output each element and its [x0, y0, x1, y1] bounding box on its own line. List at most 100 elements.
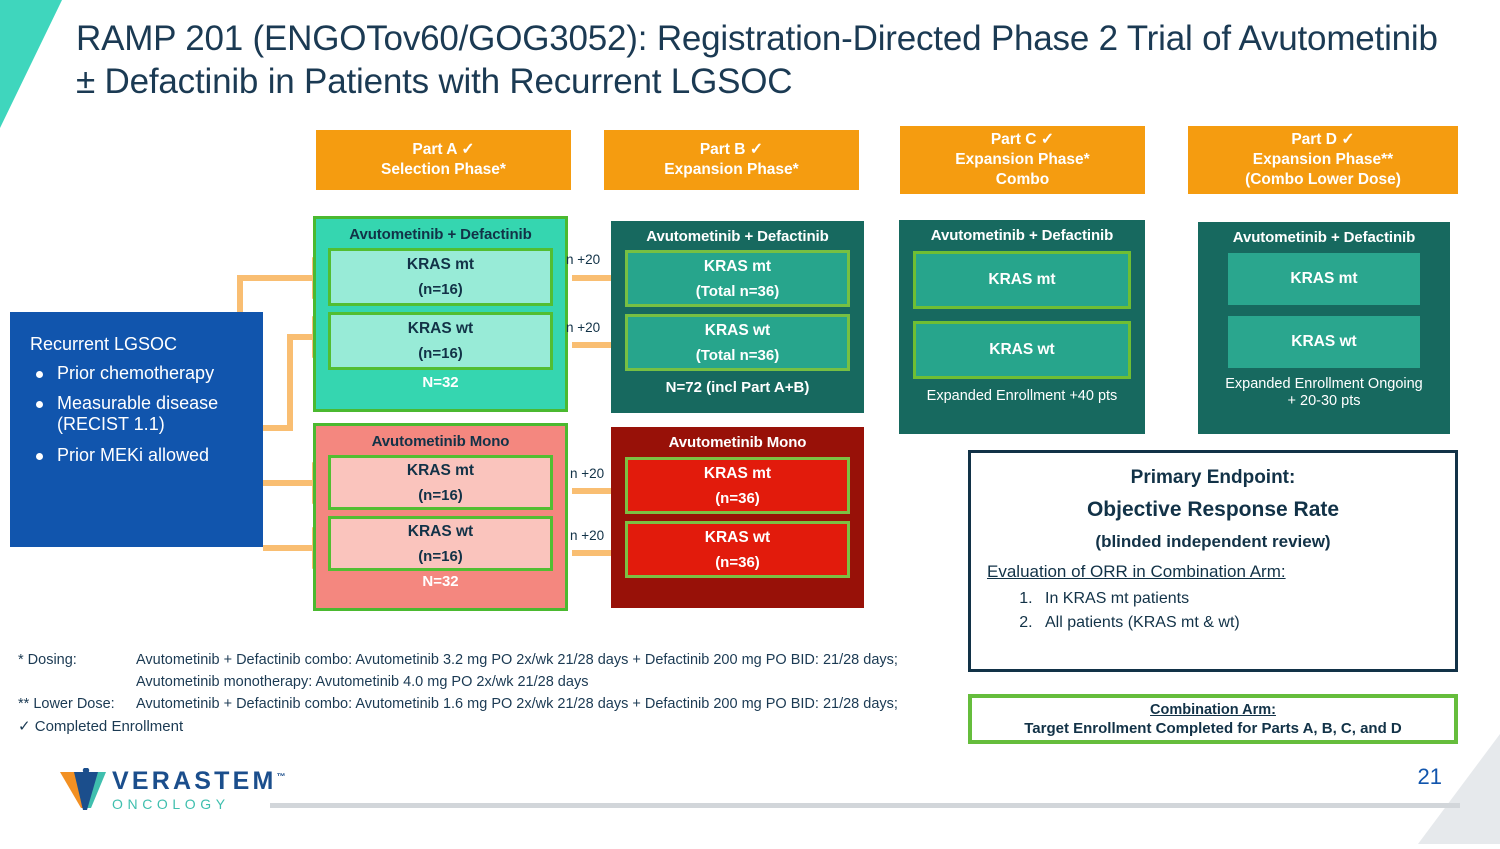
cohort-count: (n=36): [715, 553, 760, 571]
transition-label-combo-mt: n +20: [566, 252, 601, 267]
part-b-label-row: Part B ✓: [700, 140, 763, 160]
arm-box-part-a-combo: Avutometinib + Defactinib KRAS mt (n=16)…: [313, 216, 568, 412]
page-number: 21: [1417, 764, 1442, 789]
cohort-kras-mt: KRAS mt (Total n=36): [625, 250, 850, 307]
teal-triangle-icon: [0, 0, 62, 128]
cohort-count: (n=16): [418, 281, 463, 298]
footnote-dosing-line-2: Avutometinib monotherapy: Avutometinib 4…: [136, 673, 589, 690]
arm-box-part-d-combo: Avutometinib + Defactinib KRAS mt KRAS w…: [1198, 222, 1450, 434]
cohort-label: KRAS mt: [988, 271, 1056, 288]
arrow-blue-to-a-combo-wt: [263, 316, 354, 431]
cohort-label: KRAS mt: [406, 256, 475, 273]
arm-title: Avutometinib + Defactinib: [1232, 229, 1416, 246]
cohort-label: KRAS mt: [703, 464, 772, 482]
cohort-count: (n=16): [418, 547, 463, 565]
part-d-subtitle-1: Expansion Phase**: [1252, 151, 1394, 169]
cohort-count: (Total n=36): [695, 282, 780, 300]
cohort-label: KRAS wt: [989, 341, 1055, 358]
footnote-dosing-label: * Dosing:: [18, 652, 77, 668]
cohort-kras-wt: KRAS wt: [913, 321, 1131, 379]
part-header-a: Part A ✓ Selection Phase*: [316, 130, 571, 190]
part-header-c: Part C ✓ Expansion Phase* Combo: [900, 126, 1145, 194]
footnote-dosing-row-1: * Dosing: Avutometinib + Defactinib comb…: [18, 650, 968, 672]
footnote-dosing-row-2: Avutometinib monotherapy: Avutometinib 4…: [18, 672, 968, 694]
footnote-spacer: [18, 672, 136, 694]
part-a-label: Part A: [412, 141, 457, 158]
part-d-label-row: Part D ✓: [1291, 130, 1354, 150]
teal-corner-decoration: [0, 0, 86, 128]
endpoint-review-note: (blinded independent review): [1095, 532, 1331, 551]
cohort-label: KRAS wt: [407, 522, 474, 540]
endpoint-measure: Objective Response Rate: [1086, 498, 1340, 521]
cohort-kras-mt: KRAS mt (n=16): [328, 248, 553, 306]
list-item: In KRAS mt patients: [1037, 590, 1439, 608]
cohort-label: KRAS wt: [704, 528, 771, 546]
cohort-kras-mt: KRAS mt: [1228, 253, 1420, 305]
banner-heading: Combination Arm:: [1150, 701, 1276, 718]
cohort-label: KRAS mt: [703, 257, 772, 275]
arm-total: N=72 (incl Part A+B): [665, 379, 810, 396]
arm-title: Avutometinib + Defactinib: [349, 226, 532, 243]
part-header-b: Part B ✓ Expansion Phase*: [604, 130, 859, 190]
footnote-lower-dose-line: Avutometinib + Defactinib combo: Avutome…: [136, 695, 898, 712]
cohort-kras-wt: KRAS wt (n=16): [328, 312, 553, 370]
arm-title: Avutometinib Mono: [371, 433, 510, 450]
cohort-kras-wt: KRAS wt (Total n=36): [625, 314, 850, 371]
cohort-kras-wt: KRAS wt (n=16): [328, 516, 553, 571]
list-item: Prior chemotherapy: [30, 363, 249, 384]
endpoint-evaluation-list: In KRAS mt patients All patients (KRAS m…: [987, 590, 1439, 632]
cohort-kras-wt: KRAS wt: [1228, 316, 1420, 368]
list-item: Measurable disease (RECIST 1.1): [30, 393, 249, 435]
primary-endpoint-box: Primary Endpoint: Objective Response Rat…: [968, 450, 1458, 672]
trademark-icon: ™: [276, 771, 289, 782]
transition-label-mono-mt: n +20: [570, 466, 605, 481]
footnote-lower-dose-row: ** Lower Dose: Avutometinib + Defactinib…: [18, 694, 968, 716]
cohort-label: KRAS wt: [704, 321, 771, 339]
part-c-label: Part C: [990, 131, 1037, 149]
arm-box-part-c-combo: Avutometinib + Defactinib KRAS mt KRAS w…: [899, 220, 1145, 434]
arm-box-part-b-mono: Avutometinib Mono KRAS mt (n=36) KRAS wt…: [611, 427, 864, 608]
arm-total: N=32: [422, 573, 459, 590]
arm-enrollment-note-line1: Expanded Enrollment Ongoing: [1225, 376, 1423, 392]
transition-label-combo-wt: n +20: [566, 320, 601, 335]
part-a-label-row: Part A ✓: [412, 140, 474, 160]
part-header-d: Part D ✓ Expansion Phase** (Combo Lower …: [1188, 126, 1458, 194]
arm-total: N=32: [422, 374, 459, 391]
footnotes-block: * Dosing: Avutometinib + Defactinib comb…: [18, 650, 968, 739]
eligibility-box: Recurrent LGSOC Prior chemotherapy Measu…: [10, 312, 263, 547]
check-icon: ✓: [1341, 131, 1355, 149]
gray-triangle-icon: [1418, 734, 1500, 844]
part-c-label-row: Part C ✓: [991, 130, 1054, 150]
endpoint-evaluation-heading: Evaluation of ORR in Combination Arm:: [987, 562, 1286, 581]
part-c-subtitle-1: Expansion Phase*: [955, 151, 1090, 169]
cohort-kras-wt: KRAS wt (n=36): [625, 521, 850, 578]
arm-enrollment-note: Expanded Enrollment +40 pts: [926, 388, 1118, 404]
arm-title: Avutometinib + Defactinib: [646, 228, 829, 245]
verastem-logo-text: VERASTEM™ ONCOLOGY: [112, 769, 289, 812]
gray-corner-decoration: [1390, 734, 1500, 844]
eligibility-heading: Recurrent LGSOC: [30, 334, 178, 354]
arm-box-part-a-mono: Avutometinib Mono KRAS mt (n=16) KRAS wt…: [313, 423, 568, 611]
arm-enrollment-note-line2: + 20-30 pts: [1287, 393, 1361, 410]
footnote-lower-dose-label: ** Lower Dose:: [18, 695, 115, 712]
part-c-subtitle-2: Combo: [995, 171, 1050, 189]
transition-label-mono-wt: n +20: [570, 528, 605, 543]
logo-wordmark: VERASTEM™: [112, 769, 289, 794]
footnote-completed-enrollment: ✓ Completed Enrollment: [18, 718, 184, 736]
check-icon: ✓: [1040, 131, 1055, 149]
arm-title: Avutometinib Mono: [668, 434, 807, 451]
cohort-count: (n=36): [715, 489, 760, 507]
arm-box-part-b-combo: Avutometinib + Defactinib KRAS mt (Total…: [611, 221, 864, 413]
cohort-label: KRAS mt: [1290, 270, 1358, 287]
banner-text: Target Enrollment Completed for Parts A,…: [1024, 719, 1402, 737]
eligibility-list: Prior chemotherapy Measurable disease (R…: [30, 363, 249, 466]
logo-name: VERASTEM: [112, 767, 277, 795]
part-d-label: Part D: [1291, 131, 1337, 149]
cohort-count: (n=16): [418, 486, 463, 504]
arrow-blue-to-a-combo-mt: [237, 257, 354, 312]
cohort-label: KRAS wt: [407, 320, 474, 337]
arm-title: Avutometinib + Defactinib: [930, 227, 1114, 244]
footnote-dosing-line-1: Avutometinib + Defactinib combo: Avutome…: [136, 652, 898, 668]
cohort-label: KRAS wt: [1291, 333, 1357, 350]
